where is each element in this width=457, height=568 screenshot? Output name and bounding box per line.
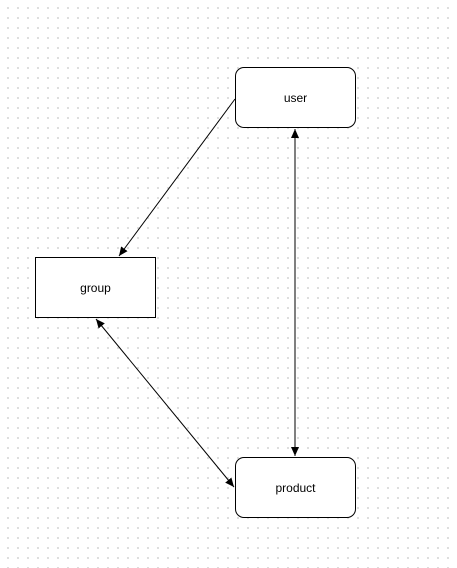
node-group-label: group xyxy=(80,280,111,295)
edge-user-group[interactable] xyxy=(118,98,236,257)
edge-group-product[interactable] xyxy=(95,318,235,488)
node-group[interactable]: group xyxy=(35,257,156,318)
node-user[interactable]: user xyxy=(235,67,356,128)
node-user-label: user xyxy=(283,90,308,105)
node-product-label: product xyxy=(275,480,316,495)
node-product[interactable]: product xyxy=(235,457,356,518)
